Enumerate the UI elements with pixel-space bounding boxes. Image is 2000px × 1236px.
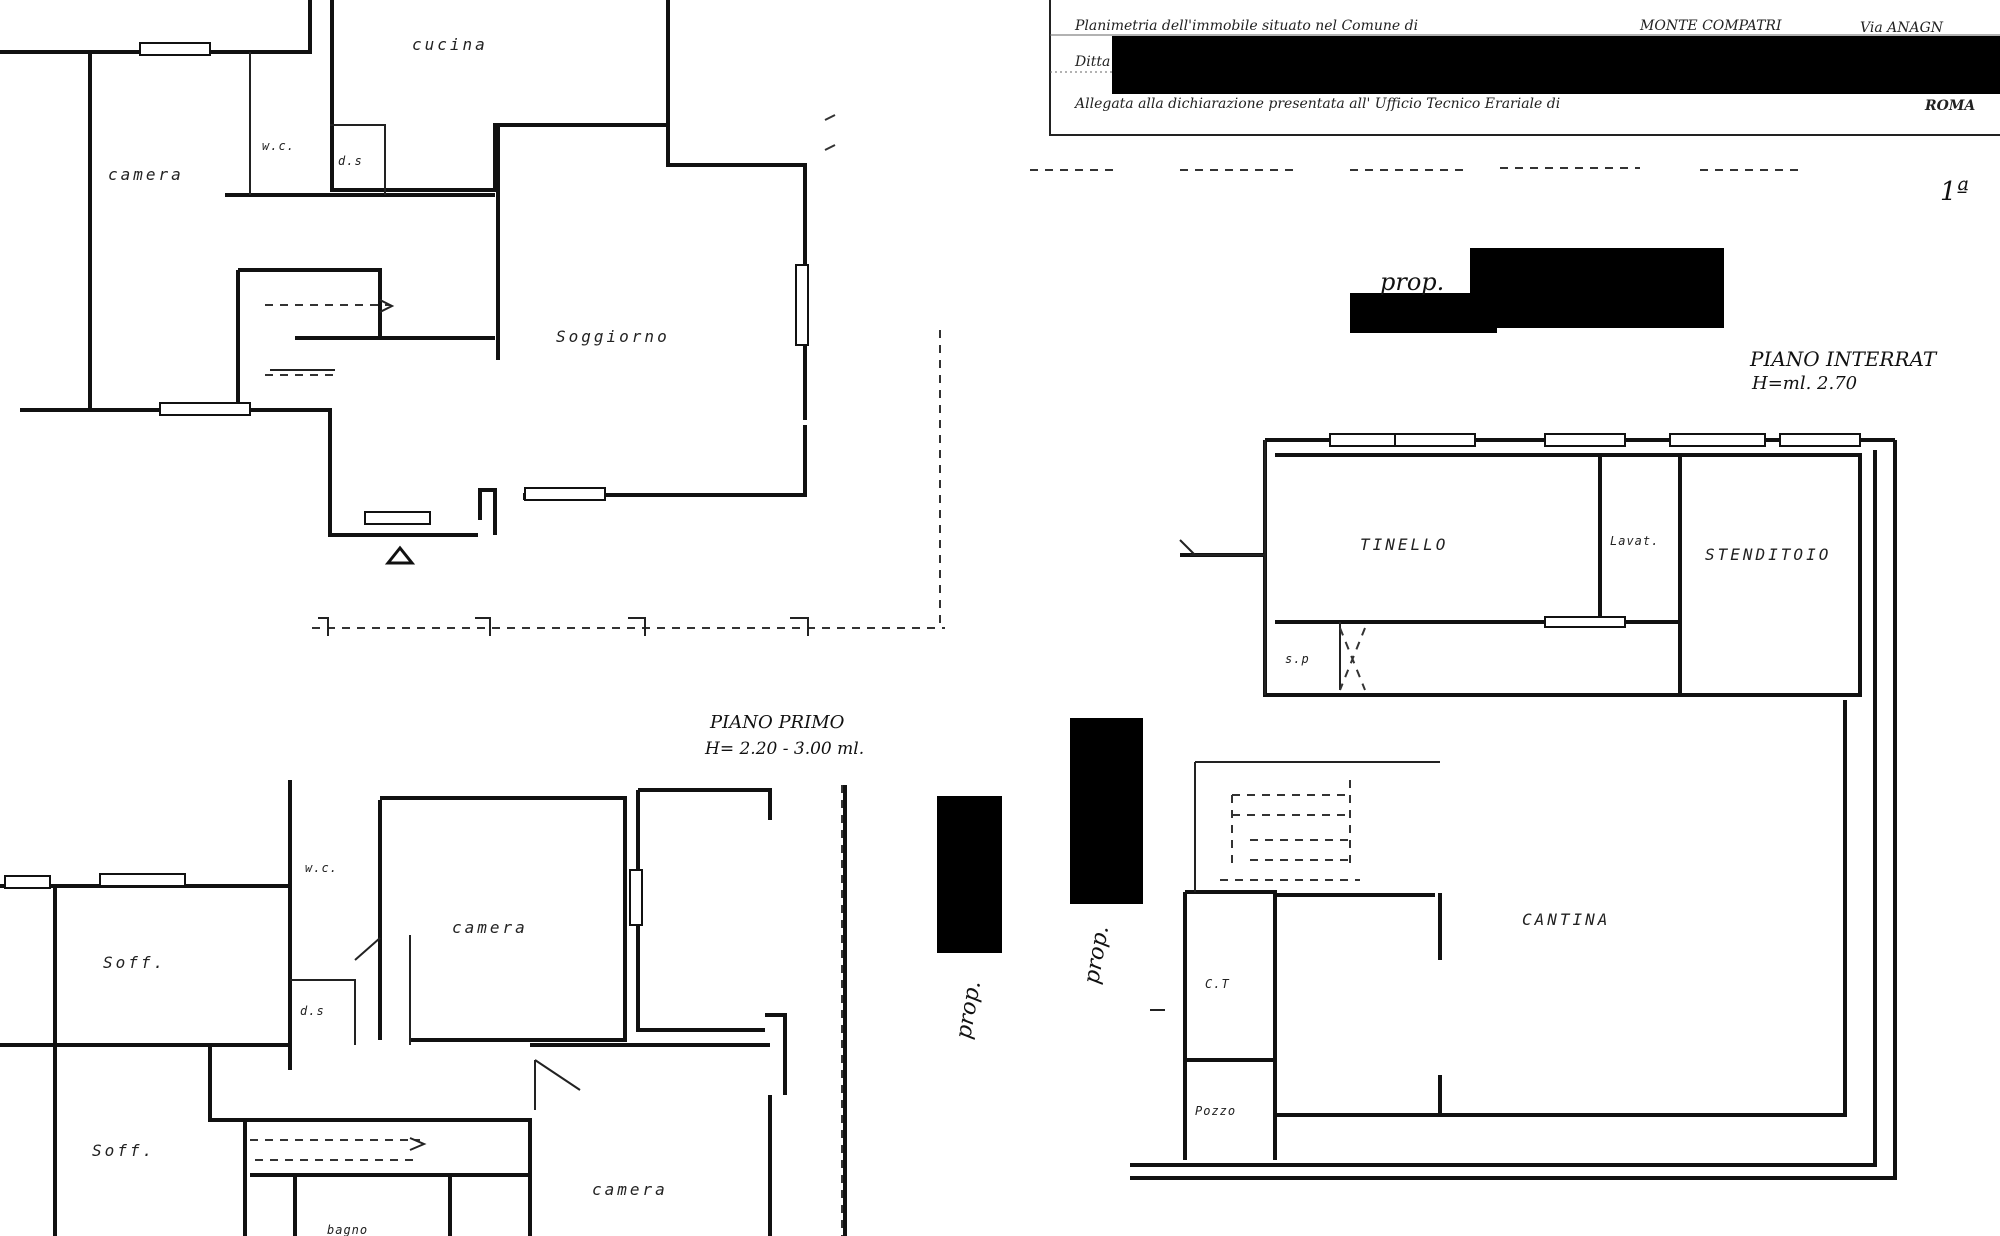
header-line1-prefix: Planimetria dell'immobile situato nel Co… (1074, 18, 1418, 34)
primo-floor-height: H= 2.20 - 3.00 ml. (704, 739, 864, 759)
redaction-block-top (1470, 248, 1724, 328)
primo-floor-title: PIANO PRIMO (709, 712, 845, 733)
room-label-wc-primo: w.c. (305, 861, 338, 875)
room-label-tinello: TINELLO (1360, 535, 1448, 554)
room-label-lavat: Lavat. (1610, 534, 1659, 548)
interrato-title: PIANO INTERRAT (1749, 347, 1938, 371)
redaction-block-mid (1070, 718, 1143, 904)
room-label-ct: C.T (1205, 977, 1230, 991)
room-label-ds-primo: d.s (300, 1004, 325, 1018)
room-label-camera-primo: camera (452, 918, 528, 937)
header-comune: MONTE COMPATRI (1639, 18, 1782, 34)
prop-label-mid: prop. (1079, 924, 1114, 986)
room-label-camera-primo-2: camera (592, 1180, 668, 1199)
first-floor-plan: PIANO PRIMO H= 2.20 - 3.00 ml. w.c. came… (0, 712, 864, 1236)
room-label-stenditoio: STENDITOIO (1705, 545, 1831, 564)
interrato-height: H=ml. 2.70 (1751, 373, 1857, 394)
redaction-block-top-2 (1350, 293, 1497, 333)
room-label-pozzo: Pozzo (1195, 1104, 1236, 1118)
header-line3-prefix: Allegata alla dichiarazione presentata a… (1073, 96, 1560, 112)
prop-label-top: prop. (1380, 268, 1444, 296)
header-city: ROMA (1924, 98, 1975, 114)
prop-label-left: prop. (951, 979, 986, 1041)
header-line2-prefix: Ditta (1074, 54, 1110, 70)
room-label-soggiorno: Soggiorno (556, 327, 670, 346)
room-label-cucina: cucina (412, 35, 488, 54)
room-label-cantina: CANTINA (1522, 910, 1610, 929)
sheet-number: 1ª (1940, 177, 1969, 207)
redaction-block-left (937, 796, 1002, 953)
room-label-bagno: bagno (327, 1223, 368, 1236)
room-label-sp: s.p (1285, 652, 1310, 666)
room-label-camera: camera (108, 165, 184, 184)
basement-plan: PIANO INTERRAT H=ml. 2.70 TINELLO Lavat. (1130, 347, 1938, 1180)
room-label-soff-1: Soff. (103, 953, 166, 972)
header-via: Via ANAGN (1860, 20, 1944, 36)
redaction-block-owner (1112, 36, 2000, 94)
room-label-wc: w.c. (262, 139, 295, 153)
room-label-ds: d.s (338, 154, 363, 168)
cadastral-header: Planimetria dell'immobile situato nel Co… (1049, 0, 2000, 136)
room-label-soff-2: Soff. (92, 1141, 155, 1160)
ground-floor-plan: cucina camera w.c. d.s Soggiorno (0, 0, 945, 636)
